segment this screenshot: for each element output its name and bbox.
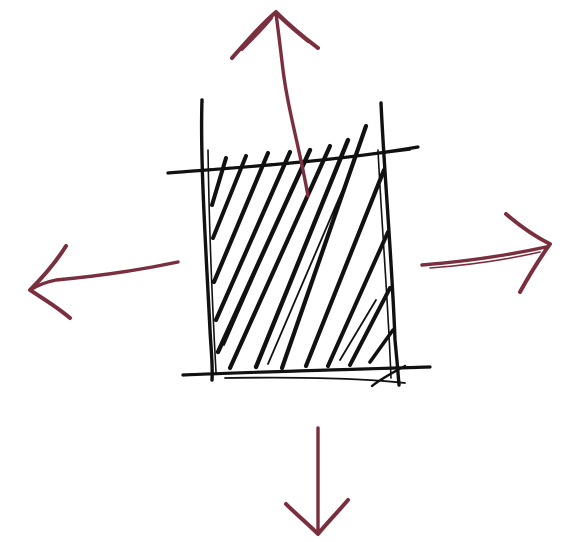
arrow-right-shaft-overdraw [430, 252, 540, 268]
arrow-right [422, 214, 550, 292]
hatch-stroke [256, 140, 348, 367]
hatch-stroke [216, 152, 290, 320]
expansion-arrows [30, 12, 550, 534]
hatch-stroke [268, 168, 352, 364]
hatch-stroke [224, 180, 296, 345]
hatched-square [168, 100, 430, 386]
hatch-stroke [212, 158, 226, 205]
arrow-left [30, 246, 178, 318]
arrow-down [286, 428, 348, 534]
